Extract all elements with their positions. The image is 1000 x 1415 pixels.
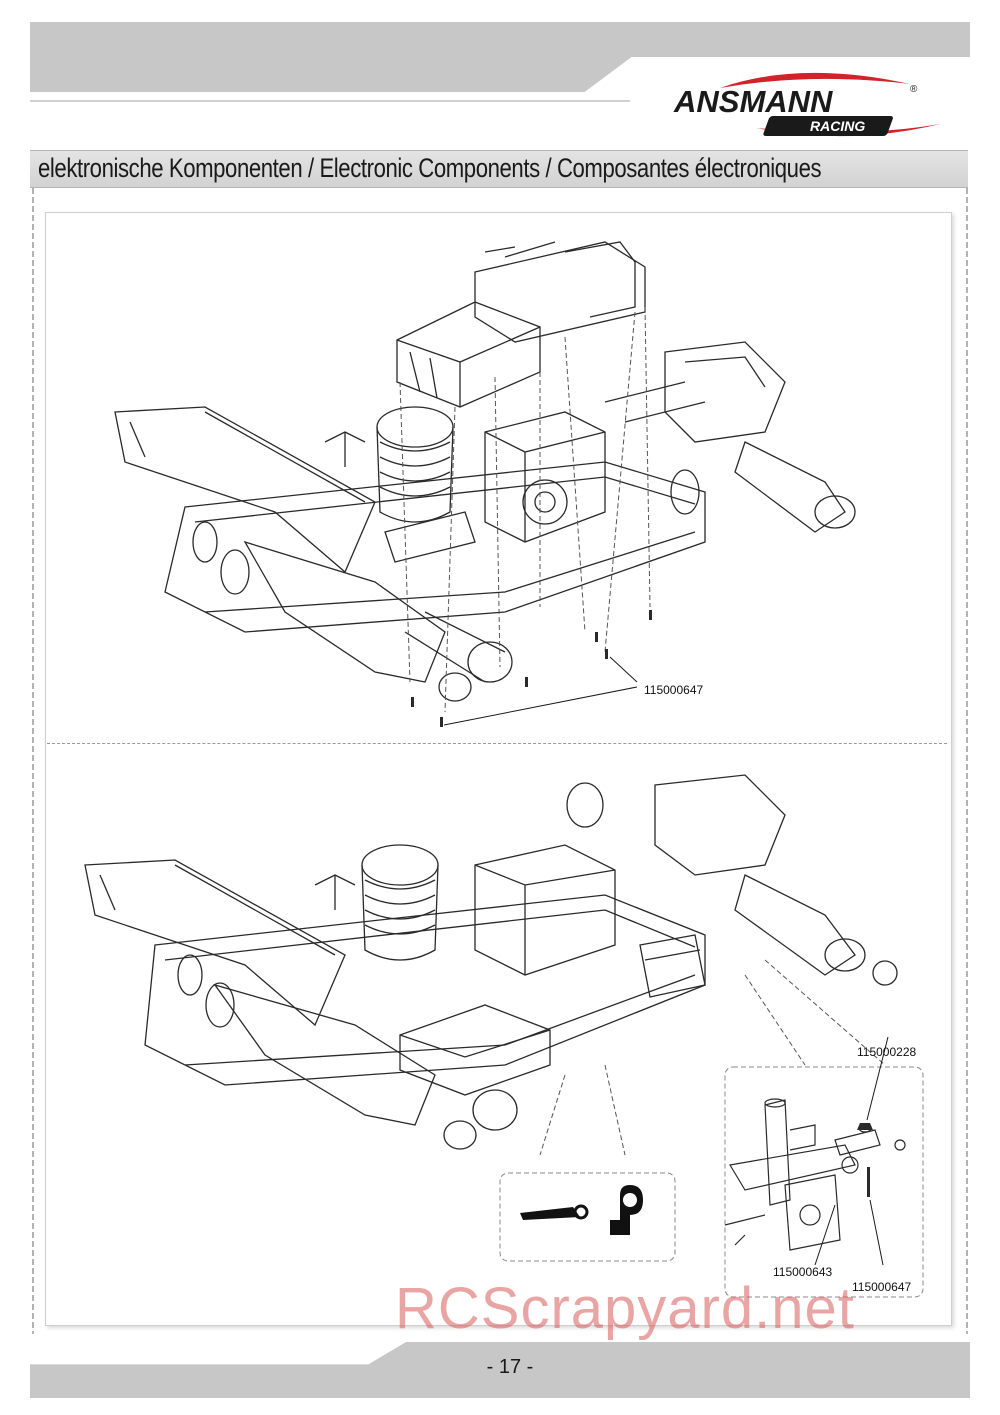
part-label-nut: 115000228 xyxy=(857,1045,917,1059)
servo-assembled xyxy=(639,934,706,998)
bottom-detail-guides xyxy=(539,959,886,1156)
title-bar xyxy=(30,150,968,188)
part-label-top-screw: 115000647 xyxy=(644,683,704,697)
rear-wing-assembled xyxy=(84,859,346,1027)
page-number: - 17 - xyxy=(486,1356,534,1378)
center-diff-assembled xyxy=(474,844,616,976)
section-title: elektronische Komponenten / Electronic C… xyxy=(38,153,822,183)
logo-brand-text: ANSMANN xyxy=(673,84,833,119)
receiver-box-assembled xyxy=(399,1004,551,1096)
diagram-panel xyxy=(45,212,952,1326)
servo-mount-plate xyxy=(729,1144,856,1191)
engine-assembled xyxy=(361,844,439,961)
header-rule xyxy=(30,100,630,102)
servo-tray xyxy=(474,241,646,343)
servo-nut xyxy=(857,1123,873,1130)
fuel-tank-cap-assembled xyxy=(314,874,356,910)
page-frame xyxy=(32,188,968,1334)
top-screws xyxy=(411,610,652,727)
registered-mark: ® xyxy=(910,84,918,95)
front-suspension xyxy=(604,341,856,533)
body-clip-icon xyxy=(610,1185,643,1235)
rear-suspension-assembled xyxy=(177,954,518,1150)
top-assembly-diagram xyxy=(114,241,856,727)
servo-body xyxy=(784,1174,841,1251)
top-leader-lines xyxy=(443,656,638,726)
ansmann-racing-logo: ANSMANN ® RACING xyxy=(673,72,940,137)
chassis-plate-assembled xyxy=(144,894,706,1086)
part-label-servo-saver: 115000643 xyxy=(773,1265,833,1279)
panel-divider xyxy=(47,743,947,744)
bottom-assembly-diagram xyxy=(84,774,924,1298)
receiver-box xyxy=(396,301,541,408)
servo-horn xyxy=(834,1129,881,1156)
bottom-leader-lines xyxy=(814,1036,889,1266)
center-diff xyxy=(484,411,606,543)
part-label-servo-screw: 115000647 xyxy=(852,1280,912,1294)
top-assembly-guides xyxy=(399,306,651,713)
servo-post xyxy=(764,1099,791,1206)
rear-suspension xyxy=(192,521,513,702)
engine xyxy=(376,406,476,563)
fuel-tank-cap xyxy=(324,431,366,467)
servo-detail-box xyxy=(724,1036,924,1298)
servo-screw xyxy=(867,1167,870,1197)
body-clip-tool-icon xyxy=(520,1207,580,1220)
logo-racing-plate xyxy=(763,116,893,136)
logo-racing-text: RACING xyxy=(810,118,865,134)
front-suspension-assembled xyxy=(566,774,898,986)
clip-detail-box xyxy=(499,1172,676,1262)
watermark: RCScrapyard.net xyxy=(395,1276,855,1341)
chassis-plate xyxy=(164,461,706,633)
rear-wing xyxy=(114,406,376,574)
